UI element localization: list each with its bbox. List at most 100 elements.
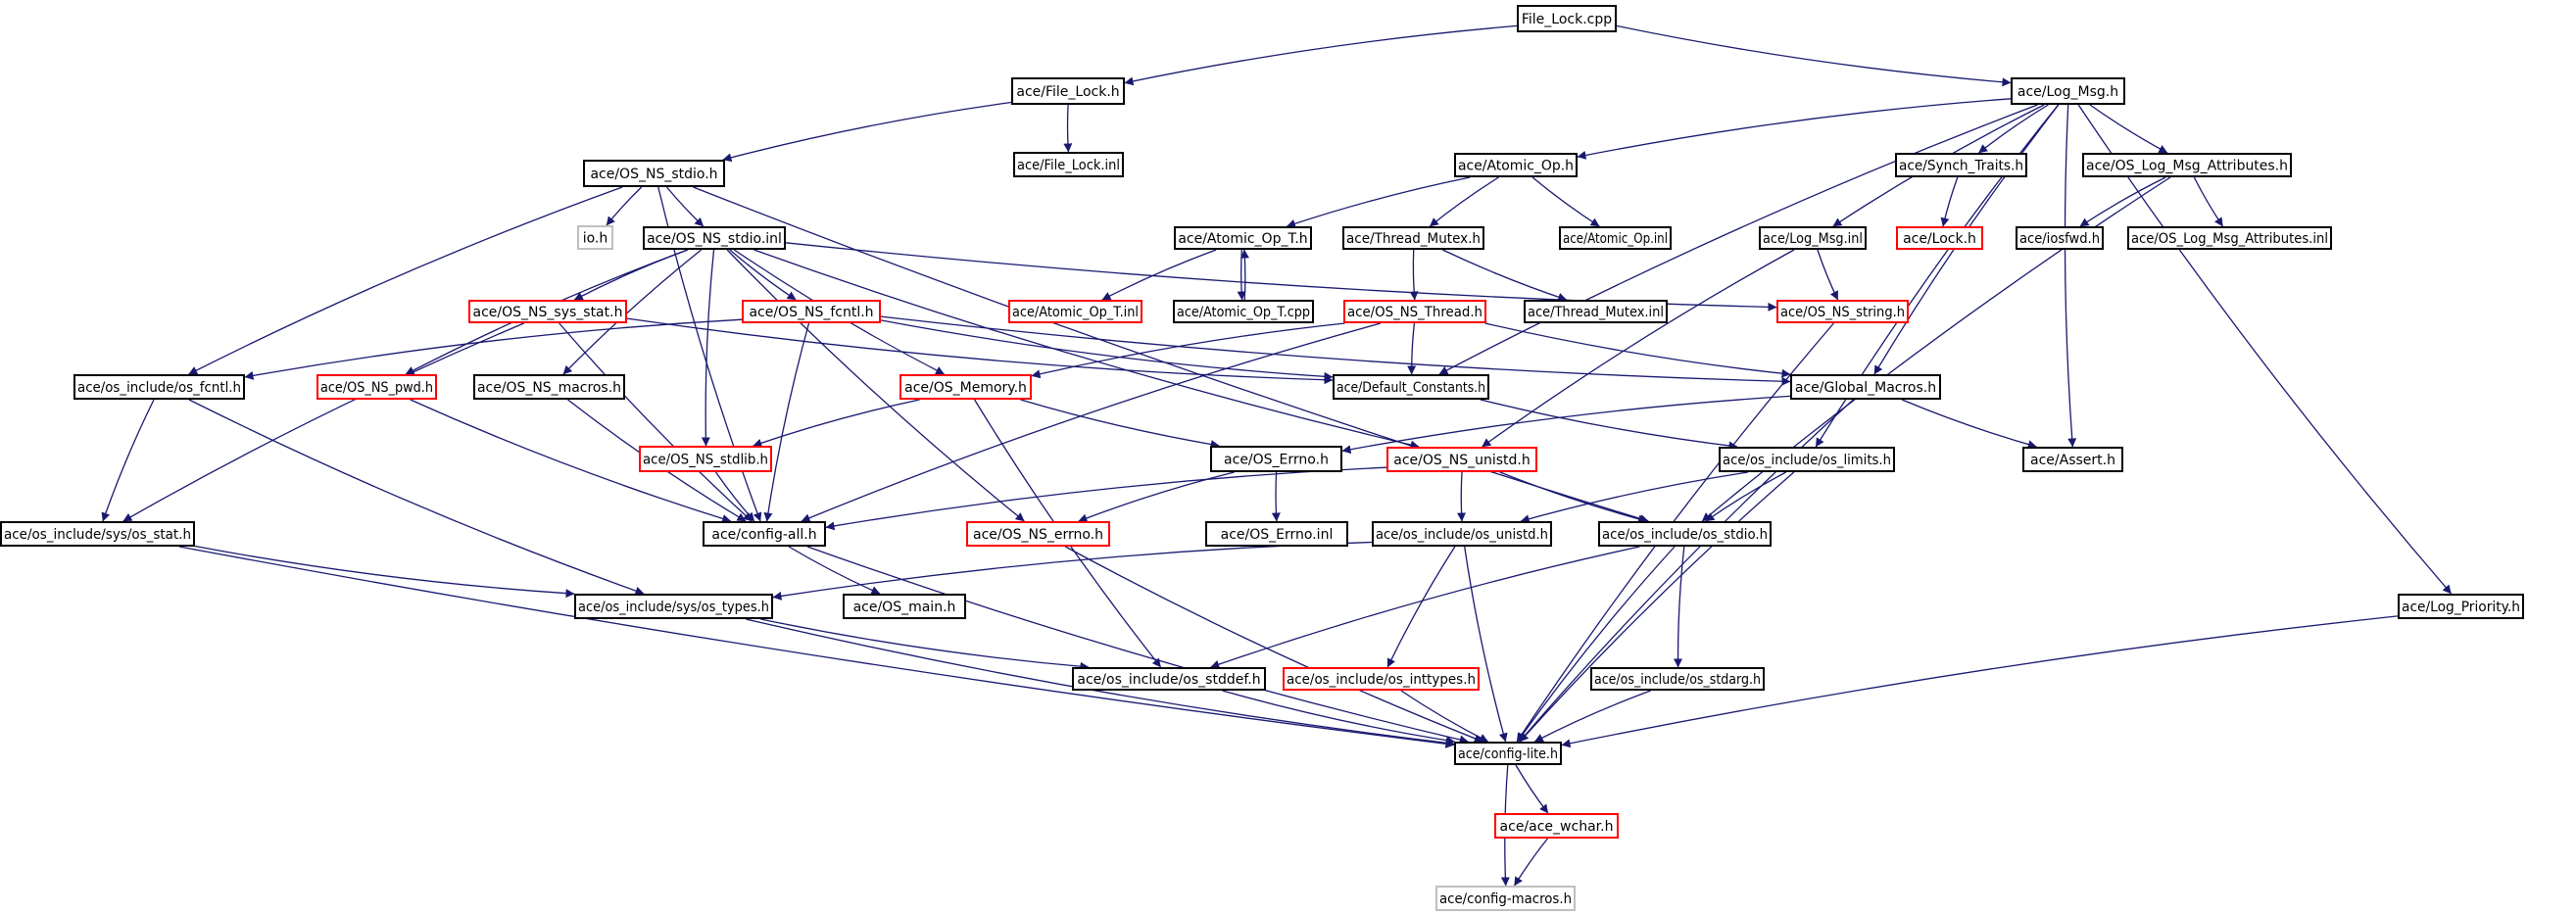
node-label: ace/OS_Log_Msg_Attributes.h xyxy=(2086,159,2288,174)
graph-node[interactable]: ace/Log_Priority.h xyxy=(2398,594,2524,619)
graph-node[interactable]: ace/OS_Memory.h xyxy=(899,374,1032,400)
graph-node[interactable]: ace/os_include/os_stddef.h xyxy=(1072,667,1266,691)
graph-node[interactable]: ace/os_include/os_unistd.h xyxy=(1372,521,1552,547)
edge-n2-to-n34 xyxy=(2064,104,2077,448)
graph-node[interactable]: ace/Thread_Mutex.inl xyxy=(1524,300,1668,323)
graph-node[interactable]: ace/OS_Log_Msg_Attributes.h xyxy=(2082,153,2292,177)
graph-node[interactable]: ace/Default_Constants.h xyxy=(1333,374,1489,400)
edge-n28-to-n33 xyxy=(1480,399,1738,451)
node-label: ace/Lock.h xyxy=(1903,231,1976,247)
graph-node[interactable]: ace/os_include/sys/os_stat.h xyxy=(0,521,195,547)
graph-node[interactable]: ace/os_include/os_inttypes.h xyxy=(1283,667,1480,691)
graph-node[interactable]: ace/Assert.h xyxy=(2022,447,2123,472)
edge-n22-to-n36 xyxy=(801,322,1382,522)
edge-n30-to-n36 xyxy=(715,471,755,522)
graph-node[interactable]: ace/os_include/sys/os_types.h xyxy=(574,594,773,619)
node-label: ace/os_include/os_fcntl.h xyxy=(77,380,241,396)
node-box xyxy=(1173,300,1314,323)
edge-n11-to-n22 xyxy=(1409,249,1419,301)
edge-n13-to-n32 xyxy=(1482,249,1795,448)
graph-node[interactable]: ace/OS_Errno.h xyxy=(1210,446,1342,472)
graph-node[interactable]: ace/Synch_Traits.h xyxy=(1895,153,2027,177)
edge-n21-to-n29 xyxy=(880,315,1791,386)
edge-n40-to-n47 xyxy=(1517,546,1676,743)
edge-n10-to-n17 xyxy=(1101,249,1217,301)
graph-node[interactable]: ace/File_Lock.h xyxy=(1011,77,1125,105)
node-label: ace/OS_NS_stdio.h xyxy=(590,167,717,182)
edge-n10-to-n18 xyxy=(1237,249,1246,301)
edge-n43-to-n47 xyxy=(1561,615,2399,748)
edge-n20-to-n36 xyxy=(559,322,753,522)
graph-node[interactable]: ace/OS_NS_fcntl.h xyxy=(742,300,881,323)
node-label: ace/os_include/os_stdio.h xyxy=(1602,527,1768,543)
graph-node[interactable]: ace/OS_NS_errno.h xyxy=(966,521,1110,547)
graph-node[interactable]: ace/iosfwd.h xyxy=(2016,226,2104,250)
graph-node[interactable]: ace/Log_Msg.h xyxy=(2011,77,2125,105)
graph-node[interactable]: ace/OS_NS_stdlib.h xyxy=(639,446,772,472)
node-box xyxy=(574,594,773,619)
edge-n32-to-n36 xyxy=(825,466,1387,531)
graph-node[interactable]: ace/ace_wchar.h xyxy=(1494,813,1619,839)
node-label: ace/Atomic_Op.h xyxy=(1458,159,1574,174)
edge-n2-to-n5 xyxy=(1577,98,2012,160)
graph-node[interactable]: ace/File_Lock.inl xyxy=(1013,152,1124,177)
graph-node[interactable]: ace/Thread_Mutex.h xyxy=(1342,226,1484,250)
edge-n5-to-n10 xyxy=(1286,176,1471,228)
node-label: ace/iosfwd.h xyxy=(2019,231,2100,247)
node-box xyxy=(73,374,245,400)
node-label: ace/OS_NS_errno.h xyxy=(973,527,1103,543)
node-label: ace/os_include/os_stddef.h xyxy=(1077,672,1260,688)
node-label: ace/OS_Log_Msg_Attributes.inl xyxy=(2131,231,2328,247)
graph-node[interactable]: ace/config-lite.h xyxy=(1454,742,1562,765)
graph-node[interactable]: ace/OS_main.h xyxy=(843,594,966,619)
edge-n20-to-n35 xyxy=(122,322,524,522)
edge-n9-to-n21 xyxy=(729,249,797,301)
node-label: io.h xyxy=(583,231,608,247)
graph-node[interactable]: ace/OS_NS_string.h xyxy=(1776,300,1909,323)
node-label: ace/os_include/os_limits.h xyxy=(1723,453,1891,468)
graph-node[interactable]: ace/OS_NS_Thread.h xyxy=(1343,300,1486,323)
node-box xyxy=(1210,446,1342,472)
node-box xyxy=(1372,521,1552,547)
node-label: ace/OS_NS_pwd.h xyxy=(320,380,433,396)
graph-node[interactable]: ace/OS_NS_pwd.h xyxy=(316,374,437,400)
graph-node[interactable]: ace/OS_Errno.inl xyxy=(1205,521,1348,547)
graph-node[interactable]: ace/os_include/os_limits.h xyxy=(1719,447,1895,472)
graph-node[interactable]: ace/Atomic_Op_T.cpp xyxy=(1173,300,1314,323)
graph-node[interactable]: ace/OS_NS_unistd.h xyxy=(1386,447,1537,472)
graph-node[interactable]: ace/OS_NS_stdio.h xyxy=(583,160,725,187)
graph-node[interactable]: ace/Log_Msg.inl xyxy=(1759,226,1867,250)
graph-node[interactable]: ace/Atomic_Op_T.h xyxy=(1174,226,1312,250)
node-box xyxy=(1776,300,1909,323)
graph-node[interactable]: File_Lock.cpp xyxy=(1517,5,1617,32)
node-label: ace/OS_NS_stdio.inl xyxy=(647,231,782,247)
node-label: ace/OS_NS_unistd.h xyxy=(1393,453,1531,468)
graph-node[interactable]: ace/Atomic_Op.h xyxy=(1454,153,1578,177)
edge-n0-to-n2 xyxy=(1616,24,2012,87)
edge-n25-to-n36 xyxy=(410,399,732,523)
node-box xyxy=(0,521,195,547)
graph-node[interactable]: ace/os_include/os_fcntl.h xyxy=(73,374,245,400)
node-label: ace/OS_Errno.h xyxy=(1224,453,1329,468)
node-box xyxy=(1590,667,1765,691)
edge-n5-to-n12 xyxy=(1531,176,1600,227)
graph-node: ace/config-macros.h xyxy=(1435,886,1576,911)
graph-node[interactable]: ace/OS_Log_Msg_Attributes.inl xyxy=(2127,226,2332,250)
node-label: ace/OS_main.h xyxy=(853,600,956,615)
graph-node[interactable]: ace/os_include/os_stdarg.h xyxy=(1590,667,1765,691)
edge-n48-to-n49 xyxy=(1514,838,1548,887)
edge-n13-to-n23 xyxy=(1817,249,1839,301)
node-label: ace/Log_Msg.h xyxy=(2017,84,2118,100)
graph-node[interactable]: ace/OS_NS_sys_stat.h xyxy=(468,300,627,323)
edge-n31-to-n37 xyxy=(1078,471,1235,523)
graph-node[interactable]: ace/Global_Macros.h xyxy=(1790,374,1941,400)
graph-node[interactable]: ace/Atomic_Op.inl xyxy=(1559,226,1672,250)
graph-node[interactable]: ace/OS_NS_macros.h xyxy=(473,374,625,400)
graph-node[interactable]: ace/config-all.h xyxy=(703,521,826,547)
graph-node[interactable]: ace/OS_NS_stdio.inl xyxy=(643,226,786,250)
graph-node[interactable]: ace/Atomic_Op_T.inl xyxy=(1008,300,1142,323)
node-box xyxy=(1524,300,1668,323)
graph-node[interactable]: ace/os_include/os_stdio.h xyxy=(1598,521,1772,547)
graph-node[interactable]: ace/Lock.h xyxy=(1896,226,1983,250)
node-label: ace/Atomic_Op_T.h xyxy=(1178,231,1307,247)
